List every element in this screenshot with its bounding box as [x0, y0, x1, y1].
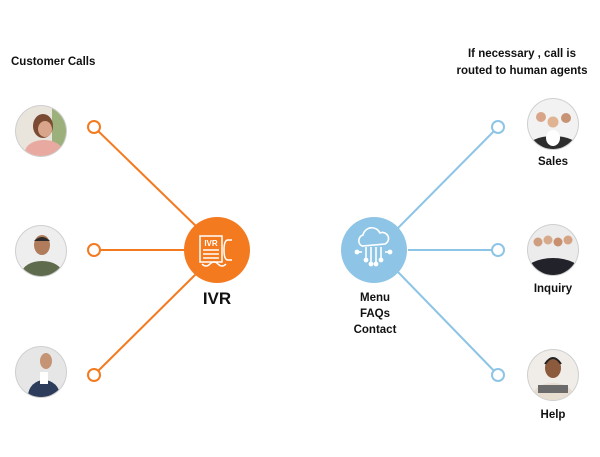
customer-calls-heading: Customer Calls [11, 56, 96, 68]
connector-caller-1 [93, 126, 201, 231]
agent-photo-inquiry [527, 224, 579, 276]
menu-item-menu: Menu [359, 292, 391, 304]
connector-caller-3 [93, 269, 201, 376]
ivr-label: IVR [202, 289, 232, 308]
agent-label-sales: Sales [537, 156, 569, 168]
routing-note-line-1: If necessary , call is [467, 48, 577, 60]
agent-connectors [397, 120, 505, 382]
cloud-hub [341, 217, 407, 283]
ivr-menu-list: Menu FAQs Contact [354, 290, 397, 338]
menu-item-faqs: FAQs [359, 308, 391, 320]
connector-agent-3 [397, 271, 499, 376]
svg-text:IVR: IVR [204, 239, 218, 248]
caller-photo-3 [15, 346, 67, 398]
routing-note-line-2: routed to human agents [456, 65, 588, 77]
cloud-network-icon [354, 227, 393, 267]
caller-node-2 [87, 243, 101, 257]
caller-connectors [87, 120, 201, 382]
ivr-to-cloud-bridge [245, 239, 345, 261]
connector-agent-1 [397, 126, 499, 229]
caller-photo-1 [15, 105, 67, 157]
agent-photo-sales [527, 98, 579, 150]
ivr-hub: IVR [184, 217, 250, 283]
caller-photo-2 [15, 225, 67, 277]
agent-label-inquiry: Inquiry [533, 283, 573, 295]
ivr-phone-icon: IVR [199, 235, 232, 267]
caller-node-3 [87, 368, 101, 382]
agent-photo-help [527, 349, 579, 401]
agent-node-2 [491, 243, 505, 257]
agent-node-3 [491, 368, 505, 382]
menu-item-contact: Contact [353, 324, 397, 336]
caller-node-1 [87, 120, 101, 134]
routing-note-heading: If necessary , call is routed to human a… [457, 46, 588, 80]
agent-node-1 [491, 120, 505, 134]
agent-label-help: Help [540, 409, 566, 421]
